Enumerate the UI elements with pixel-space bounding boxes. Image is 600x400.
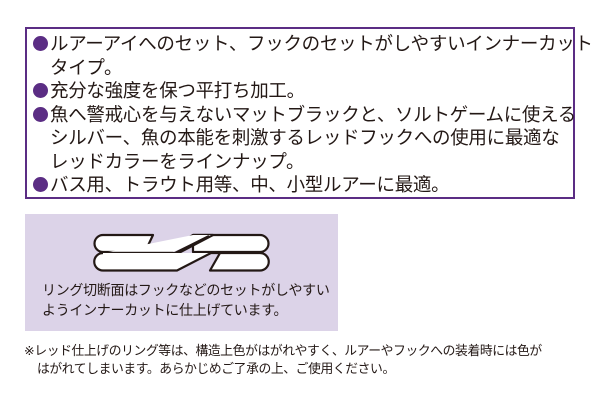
diagram-panel: リング切断面はフックなどのセットがしやすい ようインナーカットに仕上げています。 (25, 214, 338, 331)
bullet-icon (33, 177, 48, 192)
feature-text: シルバー、魚の本能を刺激するレッドフックへの使用に最適な (50, 128, 560, 149)
feature-list-box: ルアーアイへのセット、フックのセットがしやすいインナーカット タイプ。 充分な強… (25, 27, 593, 199)
feature-item-1-cont: タイプ。 (33, 57, 123, 81)
note-line-1: ※レッド仕上げのリング等は、構造上色がはがれやすく、ルアーやフックへの装着時には… (24, 344, 542, 359)
bullet-icon (33, 83, 48, 98)
split-ring-cross-section-icon (93, 233, 270, 272)
feature-text: バス用、トラウト用等、中、小型ルアーに最適。 (50, 175, 450, 196)
feature-item-1: ルアーアイへのセット、フックのセットがしやすいインナーカット (33, 33, 593, 57)
feature-item-3: 魚へ警戒心を与えないマットブラックと、ソルトゲームに使える (33, 104, 576, 128)
note-line-2: はがれてしまいます。あらかじめご了承の上、ご使用ください。 (37, 362, 395, 377)
feature-text: 充分な強度を保つ平打ち加工。 (50, 81, 305, 102)
feature-text: レッドカラーをラインナップ。 (50, 151, 305, 173)
bullet-icon (33, 106, 48, 122)
feature-text: 魚へ警戒心を与えないマットブラックと、ソルトゲームに使える (50, 104, 576, 126)
diagram-caption-line-2: ようインナーカットに仕上げています。 (42, 303, 288, 319)
feature-text: タイプ。 (50, 57, 123, 79)
bullet-icon (33, 36, 48, 51)
feature-item-3-cont: シルバー、魚の本能を刺激するレッドフックへの使用に最適な (33, 127, 560, 151)
feature-text: ルアーアイへのセット、フックのセットがしやすいインナーカット (50, 34, 593, 55)
feature-item-4: バス用、トラウト用等、中、小型ルアーに最適。 (33, 174, 450, 198)
diagram-caption-line-1: リング切断面はフックなどのセットがしやすい (42, 283, 330, 299)
feature-item-3-cont2: レッドカラーをラインナップ。 (33, 151, 305, 175)
feature-item-2: 充分な強度を保つ平打ち加工。 (33, 80, 305, 104)
